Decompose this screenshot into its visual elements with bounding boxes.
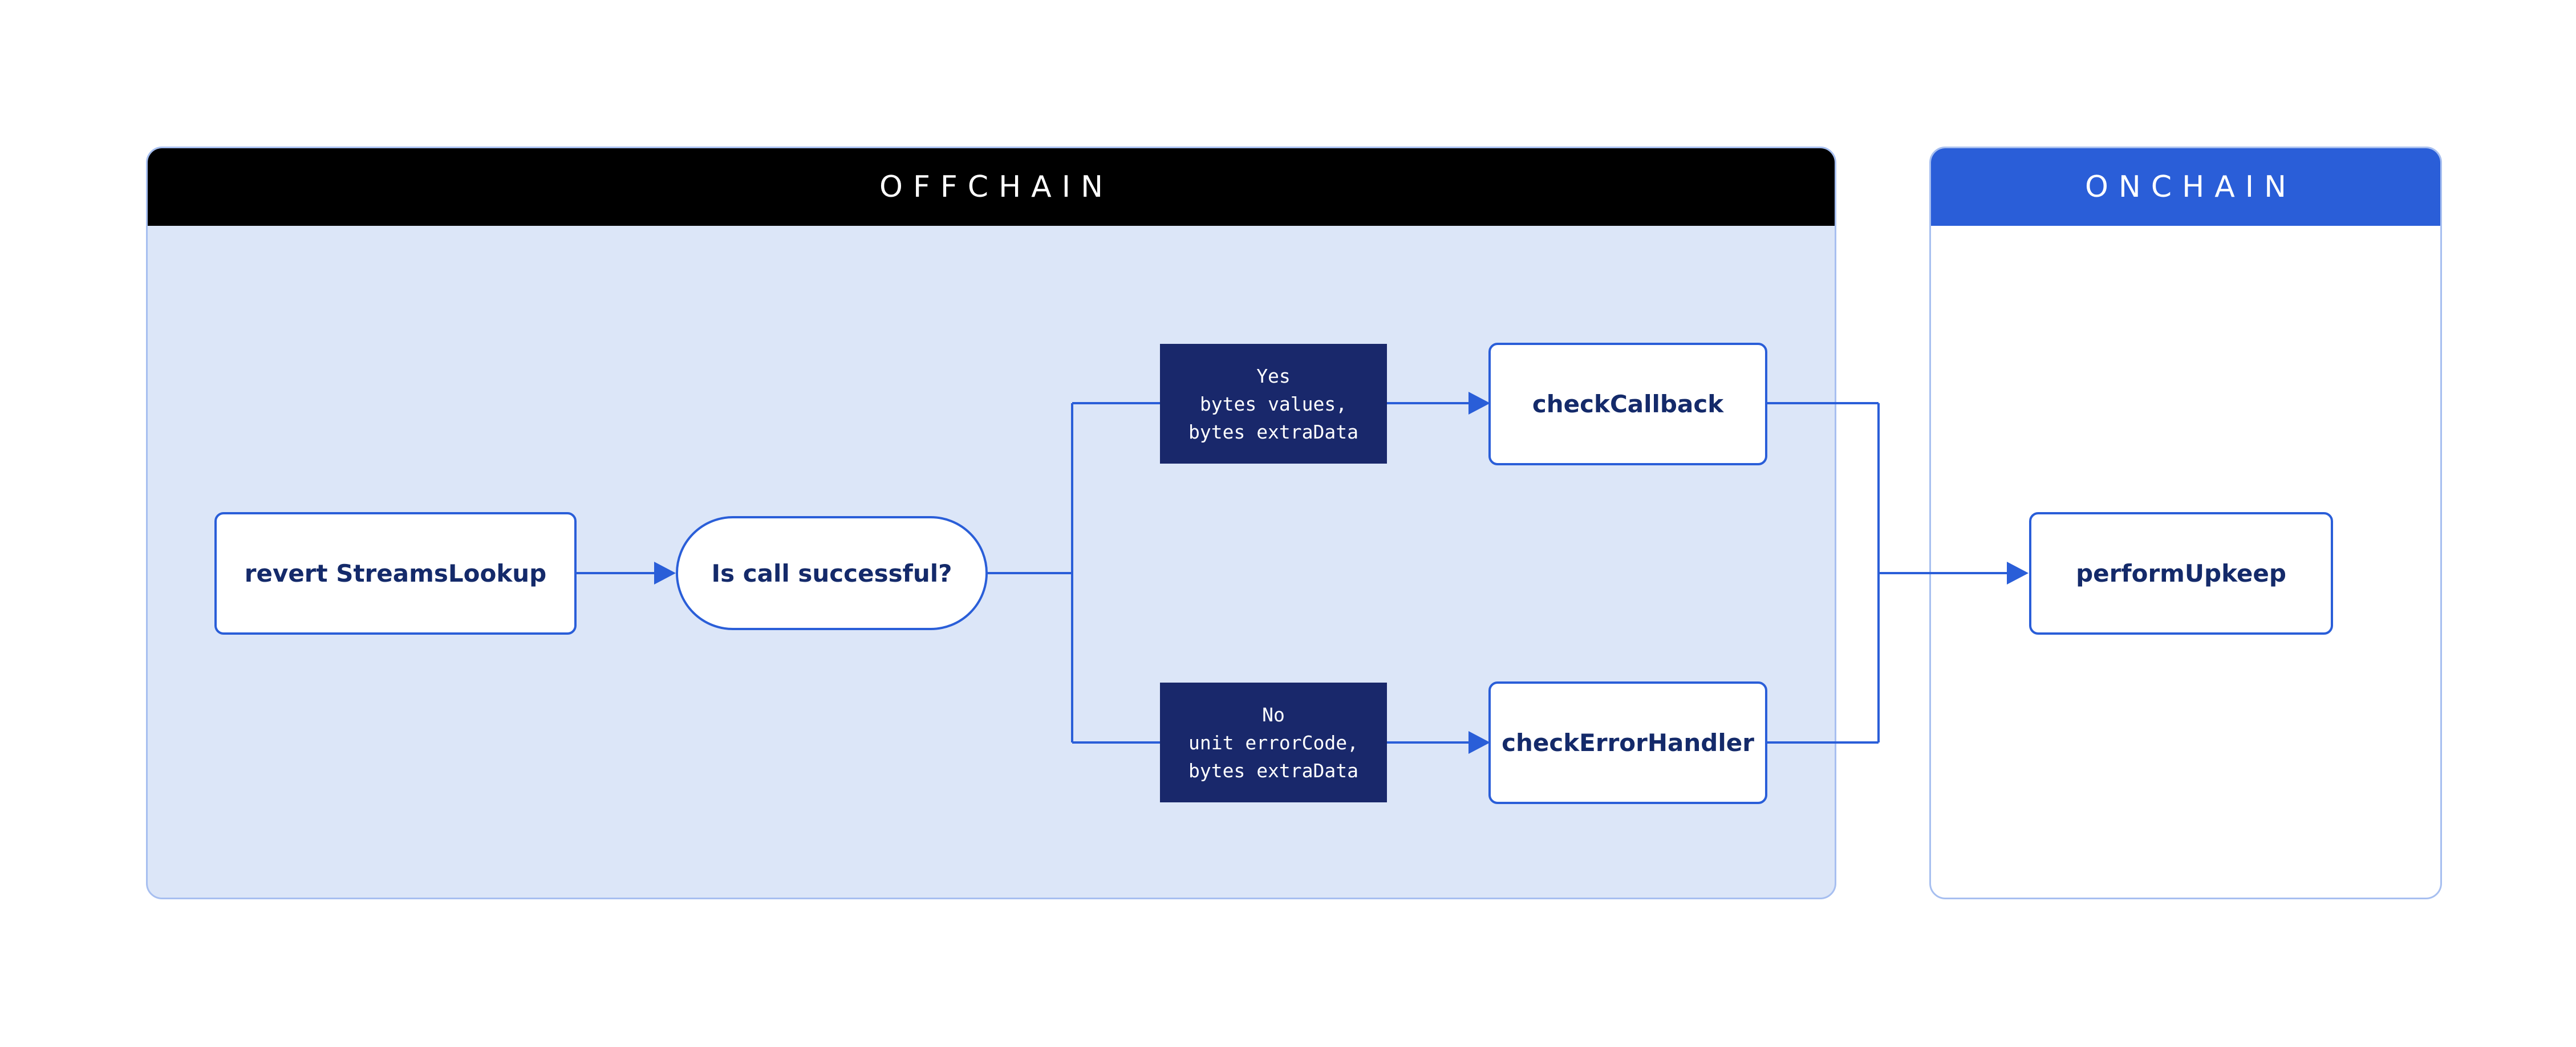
perform-upkeep-node: performUpkeep xyxy=(2029,512,2333,635)
arrowhead-perform xyxy=(2007,562,2029,585)
is-call-successful-decision: Is call successful? xyxy=(676,516,988,630)
no-label-line: No xyxy=(1262,703,1285,726)
yes-label-line: bytes extraData xyxy=(1188,420,1358,443)
yes-label-line: Yes xyxy=(1256,364,1291,387)
yes-label-line: bytes values, xyxy=(1199,392,1348,415)
arrowhead-decision xyxy=(654,562,676,585)
no-label-line: bytes extraData xyxy=(1188,759,1358,782)
check-error-handler-node: checkErrorHandler xyxy=(1488,681,1767,804)
arrowhead-errorhandler xyxy=(1468,731,1490,754)
check-callback-node: checkCallback xyxy=(1488,343,1767,465)
arrowhead-callback xyxy=(1468,392,1490,415)
onchain-header: ONCHAIN xyxy=(1931,148,2440,226)
revert-streams-lookup-node: revert StreamsLookup xyxy=(214,512,577,635)
no-label-line: unit errorCode, xyxy=(1188,731,1358,754)
no-branch-label: No unit errorCode, bytes extraData xyxy=(1160,683,1387,802)
offchain-header: OFFCHAIN xyxy=(148,148,1835,226)
yes-branch-label: Yes bytes values, bytes extraData xyxy=(1160,344,1387,464)
